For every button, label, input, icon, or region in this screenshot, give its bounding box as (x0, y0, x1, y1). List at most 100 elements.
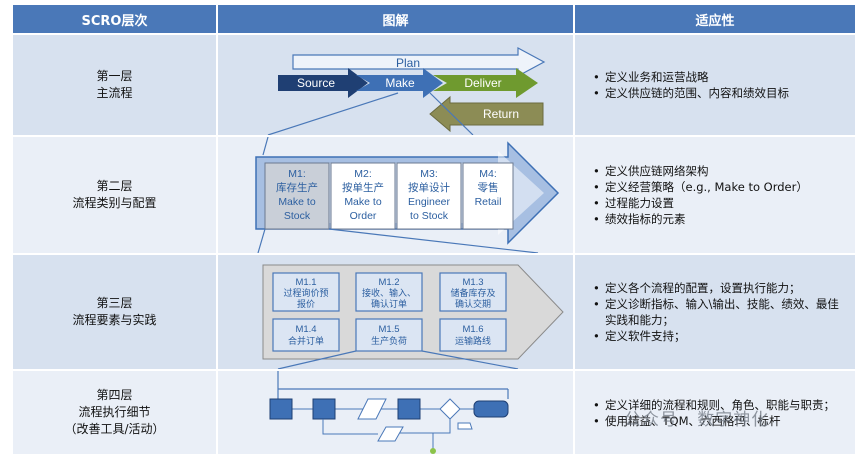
data-parallelogram (377, 426, 404, 442)
level-name: 主流程 (96, 86, 133, 100)
m1-5-code: M1.5 (378, 324, 399, 335)
zoom-line-right (328, 228, 539, 254)
configuration-arrow-diagram: M1: 库存生产 Make to Stock M2: 按单生产 Make to … (255, 136, 560, 254)
m2-box: M2: 按单生产 Make to Order (330, 162, 396, 230)
m1-2-line1: 接收、输入、 (362, 287, 416, 298)
source-label: Source (297, 76, 335, 90)
applicability-cell: 定义详细的流程和规则、角色、职能与职责； 使用精益、TQM、六西格玛、标杆 (575, 371, 855, 454)
bullet: 定义软件支持； (593, 328, 847, 344)
m1-6-line1: 运输路线 (455, 335, 491, 346)
zoom-line-right (421, 350, 519, 370)
row-level-1: 第一层 主流程 Plan Return Source Make Deliver (13, 35, 855, 136)
zoom-line-right (429, 92, 474, 136)
terminal-box (473, 400, 509, 418)
m3-cn: 按单设计 (408, 181, 450, 194)
plan-label: Plan (396, 56, 420, 70)
plan-arrow (292, 46, 546, 78)
bullet: 定义供应链的范围、内容和绩效目标 (593, 85, 847, 101)
zoom-line-left (257, 228, 266, 254)
m4-cn: 零售 (478, 181, 499, 194)
m1-3-code: M1.3 (462, 277, 483, 288)
header-diagram: 图解 (218, 5, 573, 33)
make-label: Make (385, 76, 415, 90)
m1-1-box: M1.1 过程询价预 报价 (272, 272, 340, 312)
m2-cn: 按单生产 (342, 181, 384, 194)
m1-3-line2: 确认交期 (455, 298, 491, 309)
m1-en1: Make to (278, 196, 316, 208)
level-subname: （改善工具/活动） (64, 422, 165, 436)
m1-4-code: M1.4 (295, 324, 316, 335)
watermark: 公众号 · 数字神化 (624, 410, 770, 430)
m3-en2: to Stock (410, 210, 449, 222)
zoom-line (262, 136, 269, 156)
loop-line (322, 419, 378, 435)
m1-6-code: M1.6 (462, 324, 483, 335)
bullet: 定义详细的流程和规则、角色、职能与职责； (593, 397, 847, 413)
m1-2-code: M1.2 (378, 277, 399, 288)
diagram-level-3: M1.1 过程询价预 报价 M1.2 接收、输入、 确认订单 M1.3 储备库存… (218, 255, 573, 370)
bullet: 定义业务和运营战略 (593, 69, 847, 85)
m1-cn: 库存生产 (276, 181, 318, 194)
level-number: 第四层 (96, 388, 133, 402)
m1-6-box: M1.6 运输路线 (439, 318, 507, 352)
loop-line (393, 419, 451, 434)
return-label: Return (483, 107, 519, 121)
diagram-level-4 (218, 371, 573, 454)
level-name: 流程类别与配置 (72, 196, 157, 210)
level-number: 第三层 (96, 296, 133, 310)
deliver-label: Deliver (464, 76, 501, 90)
m1-1-line2: 报价 (297, 298, 315, 309)
row-level-4: 第四层 流程执行细节 （改善工具/活动） (13, 371, 855, 454)
m1-4-box: M1.4 合并订单 (272, 318, 340, 352)
source-arrow (278, 68, 368, 98)
bullet: 定义各个流程的配置，设置执行能力； (593, 280, 847, 296)
m4-en1: Retail (475, 196, 502, 208)
m1-1-code: M1.1 (295, 277, 316, 288)
m1-box: M1: 库存生产 Make to Stock (264, 162, 330, 230)
level-number: 第二层 (96, 179, 133, 193)
bullet: 定义供应链网络架构 (593, 163, 847, 179)
m1-4-line1: 合并订单 (288, 335, 324, 346)
level-cell: 第四层 流程执行细节 （改善工具/活动） (13, 371, 216, 454)
bullet: 定义经营策略（e.g., Make to Order） (593, 179, 847, 195)
header-scor-level: SCRO层次 (13, 5, 216, 33)
make-arrow (356, 68, 443, 98)
flowchart-diagram (269, 371, 509, 454)
m1-2-box: M1.2 接收、输入、 确认订单 (355, 272, 423, 312)
process-box (312, 398, 336, 420)
m1-3-box: M1.3 储备库存及 确认交期 (439, 272, 507, 312)
diagram-level-2: M1: 库存生产 Make to Stock M2: 按单生产 Make to … (218, 136, 573, 254)
m1-5-line1: 生产负荷 (371, 335, 407, 346)
level-cell: 第一层 主流程 (13, 35, 216, 135)
bullet: 定义诊断指标、输入\输出、技能、绩效、最佳实践和能力； (593, 296, 847, 328)
document-shape (457, 422, 473, 430)
row-level-3: 第三层 流程要素与实践 M1.1 过程询价预 报价 M1.2 接收、输入、 确认… (13, 255, 855, 370)
applicability-cell: 定义各个流程的配置，设置执行能力； 定义诊断指标、输入\输出、技能、绩效、最佳实… (575, 255, 855, 369)
return-arrow (429, 95, 544, 133)
decision-diamond (439, 398, 461, 420)
deliver-arrow (433, 68, 538, 98)
m3-code: M3: (420, 168, 438, 180)
level-cell: 第二层 流程类别与配置 (13, 137, 216, 253)
level-cell: 第三层 流程要素与实践 (13, 255, 216, 369)
m2-en2: Order (350, 210, 377, 222)
m1-en2: Stock (284, 210, 311, 222)
m1-5-box: M1.5 生产负荷 (355, 318, 423, 352)
m1-1-line1: 过程询价预 (283, 287, 328, 298)
applicability-cell: 定义供应链网络架构 定义经营策略（e.g., Make to Order） 过程… (575, 137, 855, 253)
bullet: 过程能力设置 (593, 195, 847, 211)
process-box (269, 398, 293, 420)
level-number: 第一层 (96, 69, 133, 83)
process-arrows-diagram: Plan Return Source Make Deliver (267, 46, 546, 136)
row-level-2: 第二层 流程类别与配置 M1: 库存生产 Make to Stock M2: 按… (13, 136, 855, 254)
m3-box: M3: 按单设计 Engineer to Stock (396, 162, 462, 230)
level-name: 流程要素与实践 (72, 313, 157, 327)
data-parallelogram (357, 398, 387, 420)
process-box (397, 398, 421, 420)
m2-en1: Make to (344, 196, 382, 208)
m3-en1: Engineer (408, 196, 451, 208)
m4-code: M4: (479, 168, 497, 180)
zoom-line-left (267, 92, 399, 136)
applicability-cell: 定义业务和运营战略 定义供应链的范围、内容和绩效目标 (575, 35, 855, 135)
m1-2-line2: 确认订单 (371, 298, 407, 309)
